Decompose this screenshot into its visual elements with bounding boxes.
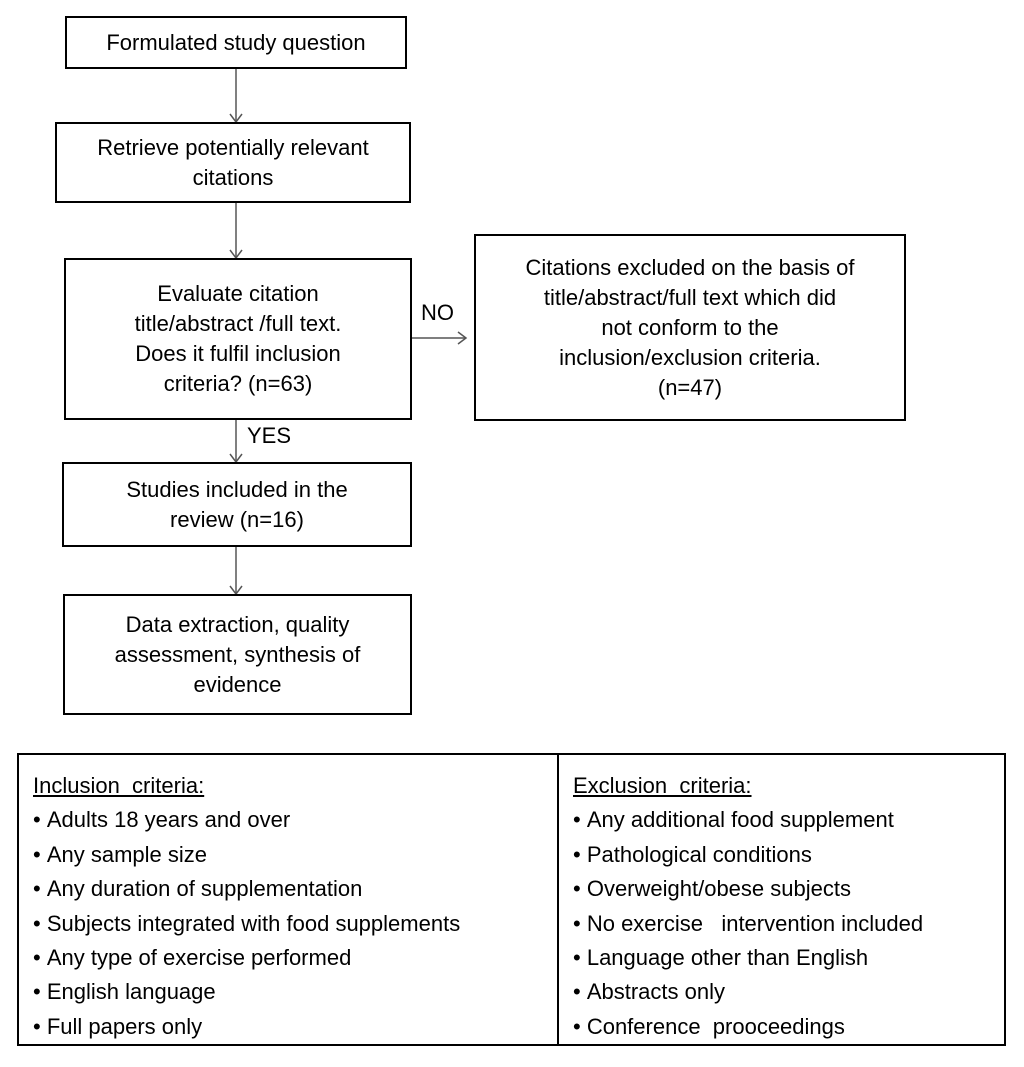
inclusion-item: Any duration of supplementation (33, 872, 543, 906)
exclusion-criteria-list: Any additional food supplement Pathologi… (573, 803, 990, 1044)
retrieve-citations-box: Retrieve potentially relevant citations (55, 122, 411, 203)
exclusion-item: Overweight/obese subjects (573, 872, 990, 906)
inclusion-criteria-panel: Inclusion criteria: Adults 18 years and … (17, 753, 559, 1046)
exclusion-item: Abstracts only (573, 975, 990, 1009)
studies-line-2: review (n=16) (170, 506, 304, 532)
exclusion-item: Any additional food supplement (573, 803, 990, 837)
evaluate-line-2: title/abstract /full text. (134, 311, 342, 336)
exclusion-item: Conference prooceedings (573, 1010, 990, 1044)
extraction-line-3: evidence (193, 671, 282, 697)
inclusion-item: English language (33, 975, 543, 1009)
inclusion-criteria-list: Adults 18 years and over Any sample size… (33, 803, 543, 1044)
inclusion-item: Adults 18 years and over (33, 803, 543, 837)
exclusion-criteria-heading: Exclusion criteria: (573, 773, 752, 798)
evaluate-citation-box: Evaluate citation title/abstract /full t… (64, 258, 412, 420)
inclusion-item: Any sample size (33, 838, 543, 872)
study-question-text: Formulated study question (106, 29, 366, 55)
study-question-box: Formulated study question (65, 16, 407, 69)
retrieve-line-2: citations (192, 164, 274, 190)
excluded-line-5: (n=47) (657, 374, 723, 400)
exclusion-item: Language other than English (573, 941, 990, 975)
exclusion-item: No exercise intervention included (573, 907, 990, 941)
excluded-line-3: not conform to the (601, 314, 779, 340)
excluded-line-4: inclusion/exclusion criteria. (559, 344, 821, 370)
excluded-line-2: title/abstract/full text which did (543, 284, 837, 310)
excluded-line-1: Citations excluded on the basis of (525, 254, 855, 280)
exclusion-criteria-panel: Exclusion criteria: Any additional food … (557, 753, 1006, 1046)
excluded-citations-box: Citations excluded on the basis of title… (474, 234, 906, 421)
studies-line-1: Studies included in the (126, 476, 348, 502)
inclusion-item: Subjects integrated with food supplement… (33, 907, 543, 941)
exclusion-item: Pathological conditions (573, 838, 990, 872)
evaluate-line-1: Evaluate citation (157, 281, 319, 306)
evaluate-line-3: Does it fulfil inclusion (135, 341, 341, 366)
yes-label: YES (247, 423, 292, 448)
studies-included-box: Studies included in the review (n=16) (62, 462, 412, 547)
inclusion-item: Any type of exercise performed (33, 941, 543, 975)
data-extraction-box: Data extraction, quality assessment, syn… (63, 594, 412, 715)
no-label: NO (421, 300, 454, 325)
evaluate-line-4: criteria? (n=63) (163, 371, 313, 396)
retrieve-line-1: Retrieve potentially relevant (97, 134, 369, 160)
extraction-line-1: Data extraction, quality (125, 611, 350, 637)
inclusion-criteria-heading: Inclusion criteria: (33, 773, 205, 798)
inclusion-item: Full papers only (33, 1010, 543, 1044)
extraction-line-2: assessment, synthesis of (114, 641, 361, 667)
